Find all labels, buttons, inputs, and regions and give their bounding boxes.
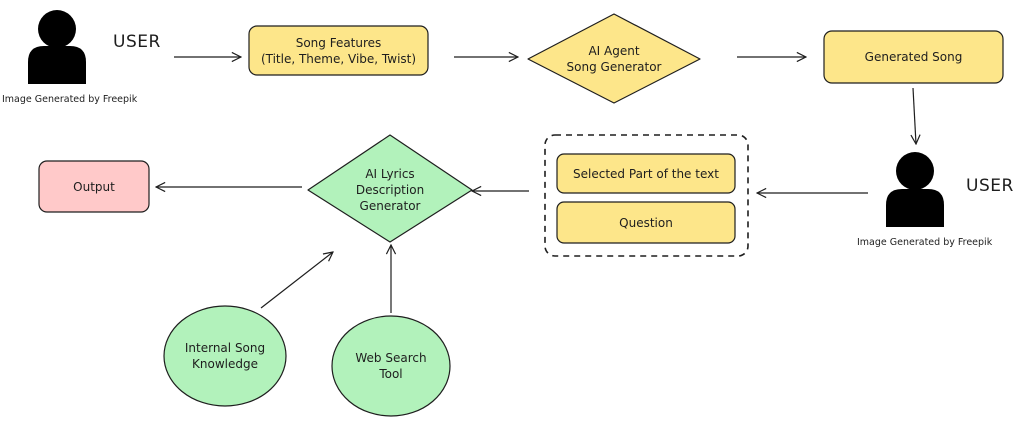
web-search-label: Web Search Tool <box>355 351 427 381</box>
web-search-circle <box>331 315 451 417</box>
selection-group <box>544 134 749 257</box>
ai-agent-label: AI Agent Song Generator <box>566 44 662 74</box>
selected-part-box <box>556 153 736 194</box>
question-label: Question <box>619 215 673 230</box>
selected-part-label: Selected Part of the text <box>573 166 719 181</box>
user-top-credit: Image Generated by Freepik <box>2 94 138 105</box>
user-right-label: USER <box>966 176 1014 196</box>
arrow-song-to-user <box>913 87 916 144</box>
question-box <box>556 201 736 244</box>
internal-knowledge-circle <box>163 305 287 407</box>
output-label: Output <box>73 179 115 194</box>
user-top-icon <box>28 10 86 84</box>
generated-song-label: Generated Song <box>864 50 963 64</box>
arrow-knowledge-to-lyrics <box>260 252 333 309</box>
internal-knowledge-label: Internal Song Knowledge <box>184 341 266 371</box>
user-top-label: USER <box>113 32 161 52</box>
song-features-label: Song Features (Title, Theme, Vibe, Twist… <box>260 35 417 66</box>
output-box <box>38 160 150 213</box>
generated-song-box <box>823 30 1004 84</box>
ai-agent-diamond <box>527 13 701 104</box>
user-right-icon <box>886 152 944 227</box>
user-right-credit: Image Generated by Freepik <box>857 237 993 248</box>
ai-lyrics-diamond <box>307 134 473 243</box>
song-features-box <box>248 25 429 76</box>
ai-lyrics-label: AI Lyrics Description Generator <box>355 167 425 213</box>
